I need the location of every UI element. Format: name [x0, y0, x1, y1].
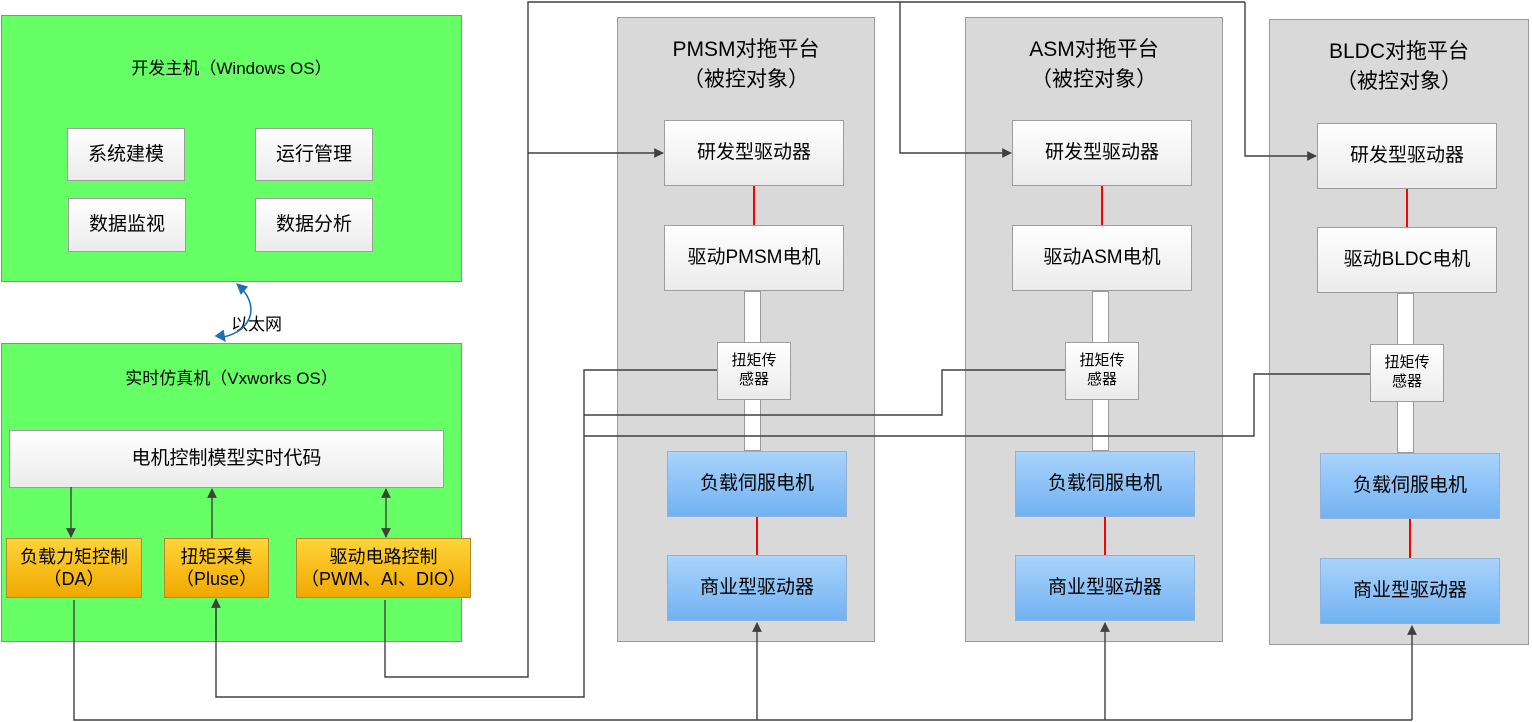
dev-host-title: 开发主机（Windows OS）: [131, 59, 332, 78]
bldc-sensor-line: [584, 373, 1370, 437]
asm-drive-motor-box[interactable]: 驱动ASM电机: [1012, 225, 1192, 291]
pmsm-drive-motor-box[interactable]: 驱动PMSM电机: [664, 225, 844, 291]
bldc-drive-motor-box[interactable]: 驱动BLDC电机: [1317, 227, 1497, 293]
pmsm-platform-title: PMSM对拖平台: [672, 38, 820, 61]
asm-torque-sensor-label-2: 感器: [1086, 371, 1117, 388]
bldc-load-servo-motor-box[interactable]: 负载伺服电机: [1320, 453, 1500, 519]
drive-circuit-control-box[interactable]: 驱动电路控制 （PWM、AI、DIO）: [296, 538, 471, 598]
torque-feedback-bus: [215, 369, 717, 698]
torque-acquisition-label: 扭矩采集: [180, 546, 253, 567]
pmsm-rd-driver-box[interactable]: 研发型驱动器: [664, 120, 844, 186]
drive-circuit-control-sub: （PWM、AI、DIO）: [301, 569, 466, 589]
asm-commercial-driver-box[interactable]: 商业型驱动器: [1015, 555, 1195, 621]
data-monitor-button[interactable]: 数据监视: [68, 198, 186, 252]
asm-rd-driver-box[interactable]: 研发型驱动器: [1012, 120, 1192, 186]
bldc-torque-sensor-box[interactable]: 扭矩传 感器: [1370, 344, 1444, 402]
pmsm-torque-sensor-label-2: 感器: [738, 371, 769, 388]
data-analysis-button[interactable]: 数据分析: [255, 198, 373, 252]
pmsm-load-servo-motor-box[interactable]: 负载伺服电机: [667, 451, 847, 517]
torque-acquisition-sub: （Pluse）: [175, 569, 258, 589]
bldc-platform-title: BLDC对拖平台: [1328, 40, 1470, 63]
pmsm-platform-subtitle: （被控对象）: [683, 68, 809, 91]
bldc-rd-driver-box[interactable]: 研发型驱动器: [1317, 123, 1497, 189]
load-torque-control-sub: （DA）: [43, 569, 105, 589]
load-torque-bus: [73, 600, 1412, 721]
asm-platform-subtitle: （被控对象）: [1031, 68, 1157, 91]
asm-platform-title: ASM对拖平台: [1029, 38, 1159, 61]
asm-sensor-line: [584, 369, 1065, 416]
to-asm-driver-arrow: [899, 2, 1012, 158]
asm-torque-sensor-box[interactable]: 扭矩传 感器: [1065, 342, 1139, 400]
asm-torque-sensor-label-1: 扭矩传: [1079, 352, 1125, 370]
bldc-torque-sensor-label-1: 扭矩传: [1384, 354, 1430, 372]
system-modeling-button[interactable]: 系统建模: [67, 128, 185, 181]
bldc-commercial-driver-box[interactable]: 商业型驱动器: [1320, 558, 1500, 624]
control-code-box[interactable]: 电机控制模型实时代码: [9, 430, 444, 488]
load-torque-control-box[interactable]: 负载力矩控制 （DA）: [6, 538, 142, 598]
to-bldc-driver-arrow: [1244, 2, 1317, 161]
pmsm-torque-sensor-label-1: 扭矩传: [731, 352, 777, 370]
asm-load-servo-motor-box[interactable]: 负载伺服电机: [1015, 451, 1195, 517]
torque-acquisition-box[interactable]: 扭矩采集 （Pluse）: [164, 538, 269, 598]
drive-circuit-control-label: 驱动电路控制: [329, 546, 438, 567]
ethernet-link-arrow: [214, 283, 252, 342]
run-management-button[interactable]: 运行管理: [255, 128, 373, 181]
bldc-torque-sensor-label-2: 感器: [1391, 373, 1422, 390]
load-torque-control-label: 负载力矩控制: [20, 546, 128, 567]
bldc-platform-subtitle: （被控对象）: [1336, 70, 1462, 93]
pmsm-commercial-driver-box[interactable]: 商业型驱动器: [667, 555, 847, 621]
pmsm-torque-sensor-box[interactable]: 扭矩传 感器: [717, 342, 791, 400]
realtime-simulator-title: 实时仿真机（Vxworks OS）: [125, 369, 338, 388]
dev-host-panel: 开发主机（Windows OS） 系统建模 运行管理 数据监视 数据分析: [1, 15, 462, 282]
drive-control-bus: [384, 1, 1245, 678]
